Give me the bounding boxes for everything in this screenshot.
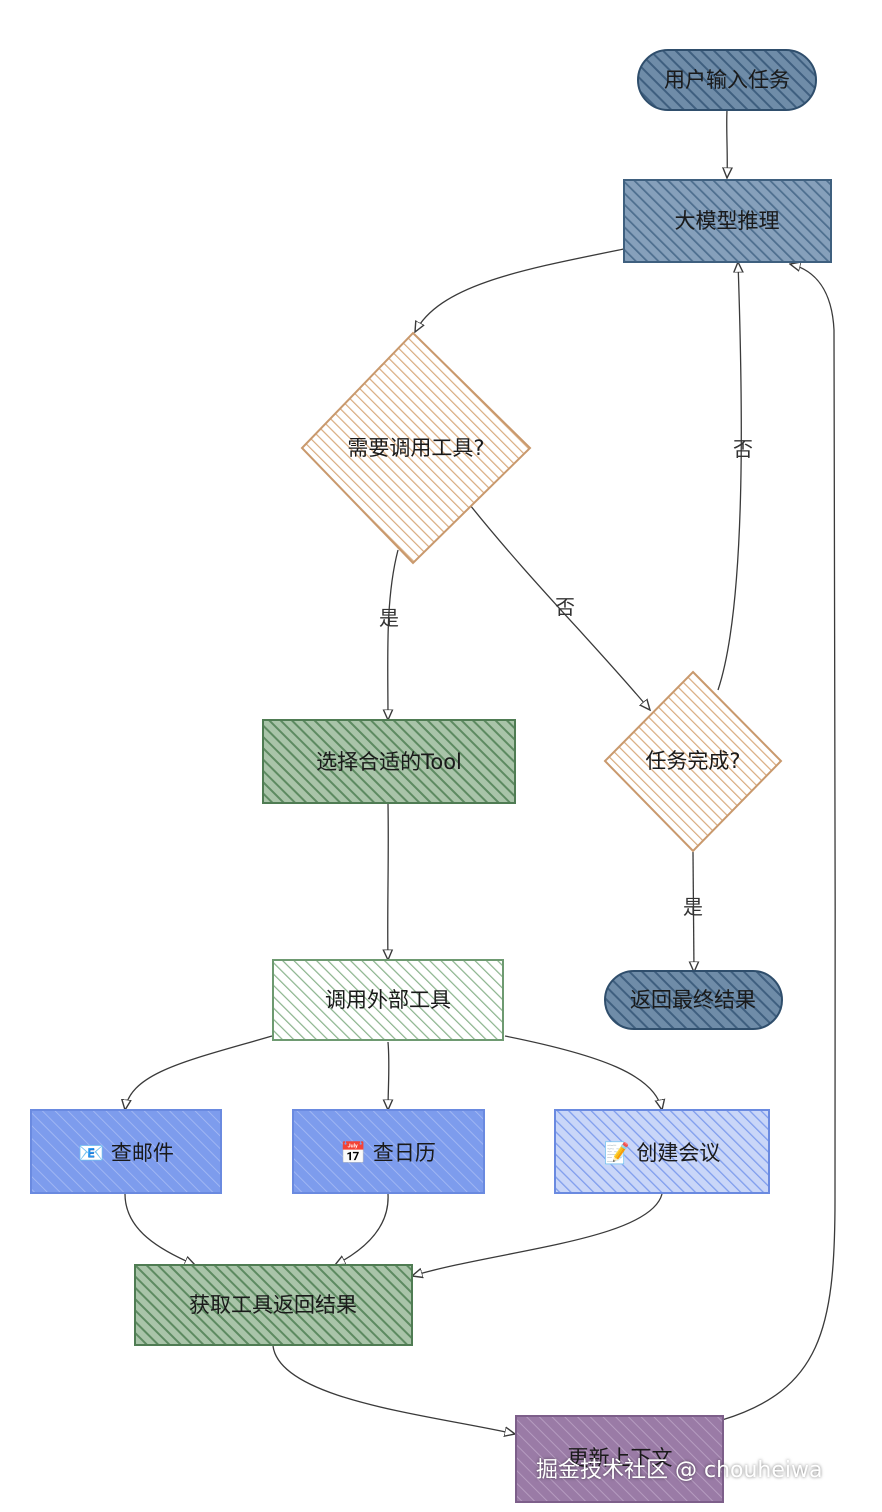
node-llm: 大模型推理	[623, 179, 832, 263]
edge-call-to-calendar	[388, 1041, 389, 1110]
node-get-result-label: 获取工具返回结果	[189, 1293, 357, 1317]
node-call-tool-label: 调用外部工具	[325, 988, 451, 1012]
node-return-final: 返回最终结果	[604, 970, 783, 1030]
edge-task-done-no	[717, 262, 741, 691]
node-update-context-label: 更新上下文	[568, 1446, 673, 1470]
edge-calendar-to-result	[335, 1193, 389, 1265]
edge-task-done-yes	[693, 851, 694, 972]
node-check-calendar-label: 📅 查日历	[340, 1140, 436, 1165]
edge-result-to-update	[272, 1345, 515, 1434]
edges	[124, 109, 836, 1434]
edge-meeting-to-result	[412, 1193, 663, 1276]
node-check-calendar: 📅 查日历	[292, 1109, 485, 1194]
edge-call-to-meeting	[504, 1035, 662, 1110]
edge-need-tool-no	[469, 504, 650, 710]
edge-label-task-done-no: 否	[733, 437, 753, 461]
node-check-mail-label: 📧 查邮件	[78, 1141, 174, 1165]
node-select-tool: 选择合适的Tool	[262, 719, 516, 804]
edge-mail-to-result	[124, 1193, 195, 1265]
node-need-tool-label: 需要调用工具?	[347, 436, 484, 460]
node-return-final-label: 返回最终结果	[630, 988, 756, 1012]
node-need-tool: 需要调用工具?	[300, 331, 532, 565]
node-create-meeting-label: 📝 创建会议	[604, 1140, 721, 1165]
node-task-done-label: 任务完成?	[645, 749, 740, 773]
edge-select-to-call	[388, 803, 389, 960]
watermark: 掘金技术社区 @ chouheiwa	[536, 1458, 823, 1483]
edge-label-need-tool-yes: 是	[379, 606, 399, 630]
edge-label-task-done-yes: 是	[683, 895, 703, 919]
node-task-done: 任务完成?	[603, 670, 783, 853]
edge-need-tool-yes	[388, 549, 399, 720]
node-select-tool-label: 选择合适的Tool	[316, 750, 462, 774]
node-get-result: 获取工具返回结果	[134, 1264, 413, 1346]
edge-llm-to-need-tool	[415, 248, 625, 332]
node-update-context: 更新上下文	[515, 1415, 724, 1503]
edge-label-need-tool-no: 否	[555, 595, 575, 619]
node-call-tool: 调用外部工具	[272, 959, 504, 1041]
node-check-mail: 📧 查邮件	[30, 1109, 222, 1194]
edge-update-to-llm	[721, 264, 836, 1421]
node-create-meeting: 📝 创建会议	[554, 1109, 770, 1194]
edge-call-to-mail	[125, 1035, 273, 1110]
edge-labels: 是 否 否 是	[379, 437, 753, 919]
node-llm-label: 大模型推理	[675, 209, 780, 233]
node-start-label: 用户输入任务	[664, 68, 790, 92]
edge-start-to-llm	[727, 109, 728, 178]
node-start: 用户输入任务	[637, 49, 817, 111]
